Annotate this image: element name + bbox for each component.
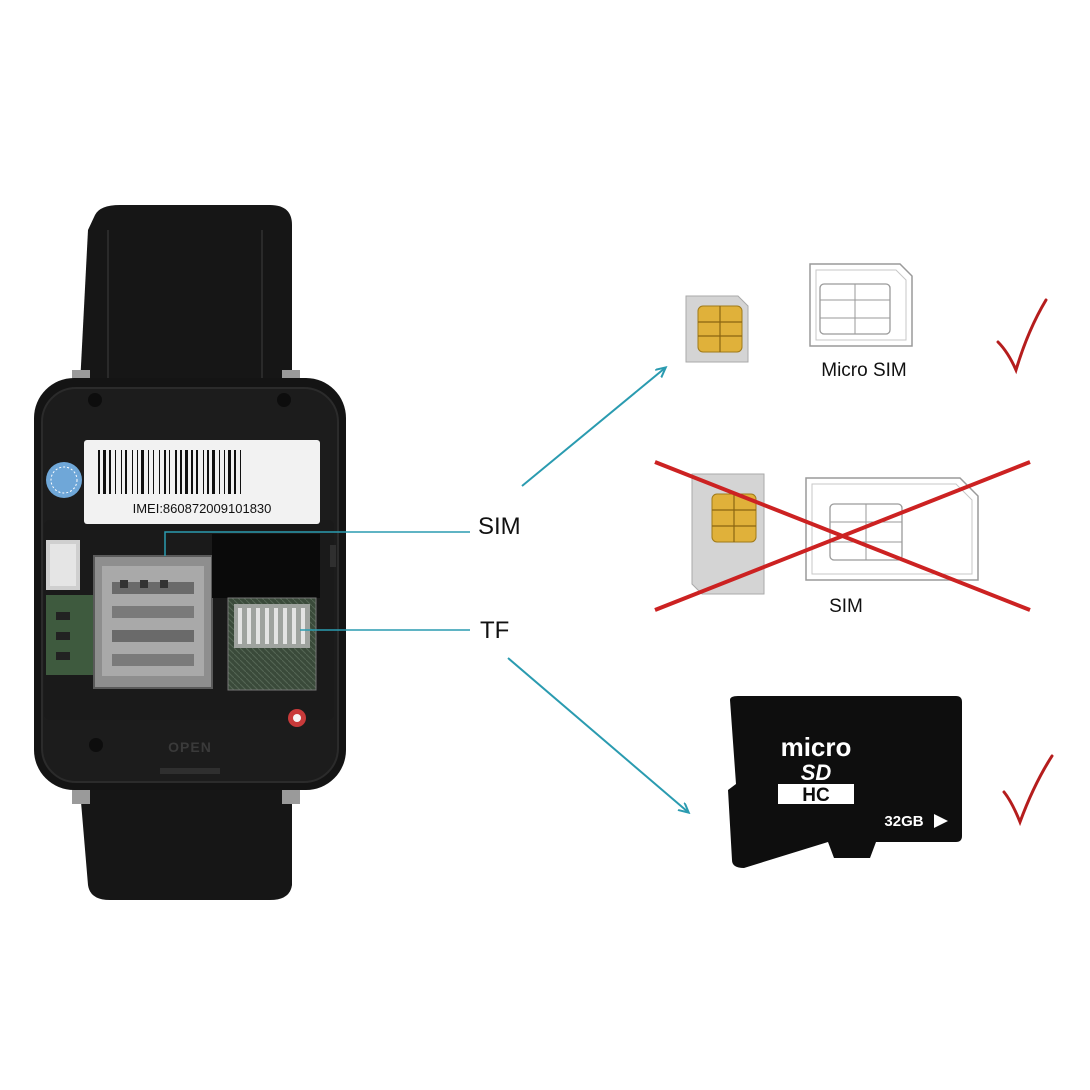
barcode-bar [125,450,127,494]
watch-strap-bottom [80,790,292,900]
barcode-bar [212,450,215,494]
barcode-bar [141,450,144,494]
barcode-bar [224,450,225,494]
warranty-sticker [46,462,82,498]
barcode-bar [153,450,154,494]
sim-card-label: SIM [829,596,863,617]
tf-slot-pin [247,608,251,644]
sim-callout-line [164,531,470,556]
check-icon [996,298,1048,375]
micro-sim-label: Micro SIM [821,360,907,381]
barcode-bar [219,450,220,494]
barcode-bar [148,450,149,494]
tf-slot-pin [256,608,260,644]
barcode-bar [191,450,193,494]
tf-slot-pin [265,608,269,644]
barcode-bar [180,450,182,494]
barcode-bar [175,450,177,494]
micro-sd-capacity: 32GB [884,813,923,830]
callouts: SIM TF [164,368,688,812]
cross-out-icon [654,460,1031,612]
micro-sd-brand-hc: HC [802,785,830,806]
check-icon [1002,754,1054,827]
barcode-bar [121,450,122,494]
tf-slot-pin [301,608,305,644]
barcode-bar [207,450,209,494]
barcode-bar [103,450,106,494]
tf-slot-pin [283,608,287,644]
micro-sim-option: Micro SIM [685,263,1048,381]
barcode-bar [159,450,160,494]
tf-label: TF [480,617,509,644]
barcode-bar [169,450,170,494]
barcode-bar [196,450,198,494]
micro-sd-brand-micro: micro [781,732,852,762]
play-triangle-icon [934,814,948,828]
standard-sim-option: SIM [654,460,1031,617]
sim-label: SIM [478,513,521,540]
barcode-bar [203,450,204,494]
micro-sd-brand-sd: SD [801,760,832,785]
tf-slot-pin [238,608,242,644]
arrow-icon [507,657,688,812]
barcode-bar [234,450,236,494]
barcode-bar [164,450,166,494]
micro-sd-card [728,696,962,868]
imei-label: IMEI:860872009101830 [84,440,320,524]
micro-sd-option: micro SD HC 32GB [728,696,1054,868]
tf-slot-pin [292,608,296,644]
barcode-bar [228,450,231,494]
barcode-bar [132,450,133,494]
barcode-bar [109,450,111,494]
open-text: OPEN [168,739,212,755]
barcode-bar [98,450,100,494]
watch-strap-top [80,205,292,385]
tf-slot-pin [274,608,278,644]
barcode-bar [115,450,116,494]
tf-card-slot [227,597,317,691]
smartwatch: IMEI:860872009101830 O [34,205,346,900]
circuit-board [46,595,96,675]
barcode-bar [185,450,188,494]
imei-text: IMEI:860872009101830 [133,501,272,516]
sim-slot [93,555,213,689]
arrow-icon [521,368,665,487]
barcode-bar [137,450,138,494]
barcode-bar [240,450,241,494]
